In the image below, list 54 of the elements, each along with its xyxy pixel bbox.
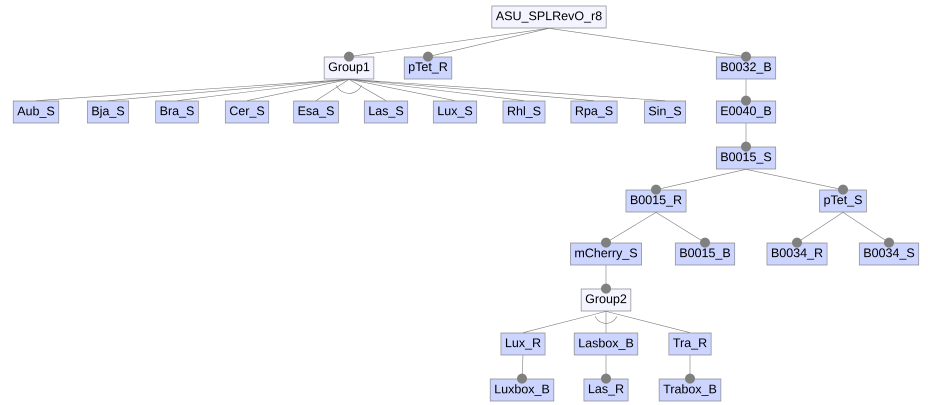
feature-box: Aub_S	[12, 100, 60, 124]
connector	[423, 28, 550, 62]
connector	[656, 212, 710, 248]
feature-box: Las_R	[584, 378, 628, 402]
connector	[176, 79, 350, 101]
feature-box: Tra_R	[668, 332, 712, 356]
feature-group-box: ASU_SPLRevO_r8	[492, 6, 606, 28]
connector	[685, 355, 695, 384]
connector	[741, 79, 751, 106]
feature-box: Rpa_S	[570, 100, 618, 124]
feature-box: Rhl_S	[502, 100, 546, 124]
connector	[651, 169, 746, 195]
feature-box: B0034_S	[858, 242, 920, 266]
connector	[348, 79, 666, 101]
feature-box: Bja_S	[86, 100, 130, 124]
connector	[344, 28, 550, 62]
feature-box: Lux_R	[500, 332, 546, 356]
feature-box: B0015_S	[716, 146, 776, 170]
feature-box: Lasbox_B	[574, 332, 638, 356]
connector	[316, 79, 350, 101]
feature-box: pTet_R	[404, 56, 452, 80]
feature-box: Esa_S	[293, 100, 339, 124]
feature-box: Lux_S	[432, 100, 478, 124]
connector	[601, 355, 611, 384]
feature-box: pTet_S	[819, 190, 867, 212]
connector	[348, 79, 386, 101]
connector	[36, 79, 350, 101]
feature-group-box: Group1	[324, 56, 374, 80]
connector	[246, 79, 350, 101]
connector	[108, 79, 350, 101]
feature-group-box: Group2	[580, 288, 632, 312]
connector	[842, 212, 894, 248]
feature-box: E0040_B	[716, 100, 776, 124]
connector	[601, 212, 656, 248]
connector	[792, 212, 844, 248]
connector	[601, 265, 611, 294]
feature-box: B0015_R	[626, 190, 686, 212]
connector	[348, 79, 524, 101]
feature-box: Las_S	[364, 100, 408, 124]
connector	[741, 123, 751, 152]
feature-box: Luxbox_B	[490, 378, 554, 402]
feature-box: mCherry_S	[570, 242, 642, 266]
feature-box: B0032_B	[716, 56, 776, 80]
feature-box: B0015_B	[674, 242, 736, 266]
feature-box: Cer_S	[224, 100, 270, 124]
connector	[548, 28, 751, 62]
feature-box: Sin_S	[644, 100, 686, 124]
connector	[606, 311, 690, 333]
feature-box: Bra_S	[155, 100, 199, 124]
feature-box: B0034_R	[766, 242, 828, 266]
connector	[517, 355, 527, 384]
connector	[522, 311, 606, 333]
feature-box: Trabox_B	[658, 378, 722, 402]
connector	[746, 169, 848, 195]
